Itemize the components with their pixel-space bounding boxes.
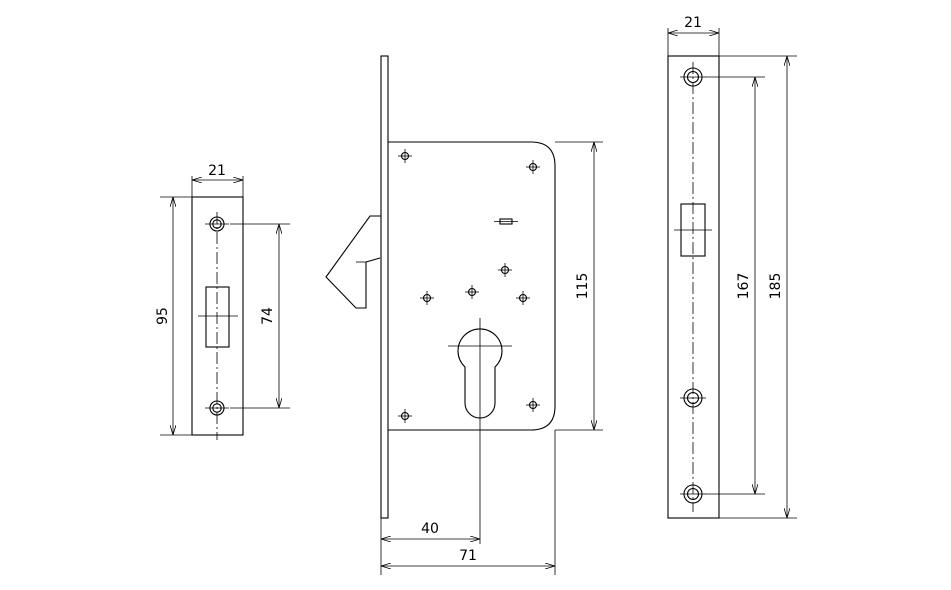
- strike-slot: [205, 286, 230, 348]
- dim-strike-height: 95: [155, 307, 171, 325]
- faceplate-screw-hole-middle: [680, 388, 706, 408]
- faceplate-screw-hole-top: [680, 67, 706, 87]
- case-rivet: [526, 160, 540, 174]
- dim-faceplate-hole-spacing: 167: [736, 273, 752, 300]
- case-rivet: [498, 263, 512, 277]
- dim-faceplate-length: 185: [768, 273, 784, 300]
- strike-plate-outline: [191, 196, 244, 436]
- strike-plate: 21 95 74: [155, 163, 290, 440]
- case-rivet: [398, 409, 412, 423]
- cylinder-cutout: [457, 328, 503, 419]
- case-rivet: [420, 291, 434, 305]
- case-rivet: [398, 149, 412, 163]
- hook-bolt: [325, 215, 381, 309]
- case-rivet: [465, 285, 479, 299]
- dim-strike-width: 21: [208, 163, 226, 179]
- case-rivet: [526, 398, 540, 412]
- dim-lock-total-width: 71: [459, 548, 477, 564]
- dim-strike-hole-spacing: 74: [260, 307, 276, 325]
- lock-body: 115 40 71: [325, 55, 603, 575]
- strike-screw-hole-top: [205, 216, 229, 232]
- lock-case: [388, 141, 556, 431]
- dim-lock-body-height: 115: [575, 273, 591, 300]
- strike-screw-hole-bottom: [205, 400, 229, 416]
- dim-backset: 40: [421, 521, 439, 537]
- faceplate-outline: [667, 55, 720, 519]
- faceplate: 21 167 185: [667, 15, 797, 519]
- case-rivet: [516, 291, 530, 305]
- lock-faceplate-edge: [380, 55, 389, 519]
- faceplate-screw-hole-bottom: [680, 484, 706, 504]
- dim-faceplate-width: 21: [684, 15, 702, 31]
